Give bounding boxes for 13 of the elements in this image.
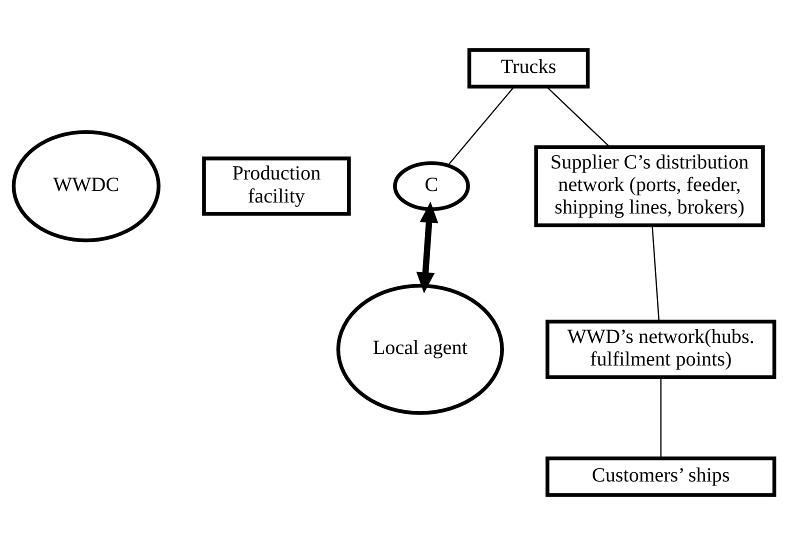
node-ellipse: C bbox=[393, 160, 470, 211]
node-box: Production facility bbox=[202, 156, 351, 216]
node-box: WWD’s network(hubs. fulfilment points) bbox=[546, 319, 776, 378]
node-box: Trucks bbox=[467, 48, 590, 88]
node-ellipse: Local agent bbox=[336, 283, 504, 414]
node-box: Customers’ ships bbox=[546, 456, 776, 496]
connector bbox=[448, 86, 515, 165]
connector bbox=[660, 377, 662, 458]
arrow bbox=[416, 201, 438, 293]
connector bbox=[546, 86, 610, 147]
connector bbox=[652, 224, 660, 321]
node-ellipse: WWDC bbox=[12, 130, 161, 242]
node-box: Supplier C’s distribution network (ports, feeder, shipping lines, brokers) bbox=[534, 144, 765, 227]
